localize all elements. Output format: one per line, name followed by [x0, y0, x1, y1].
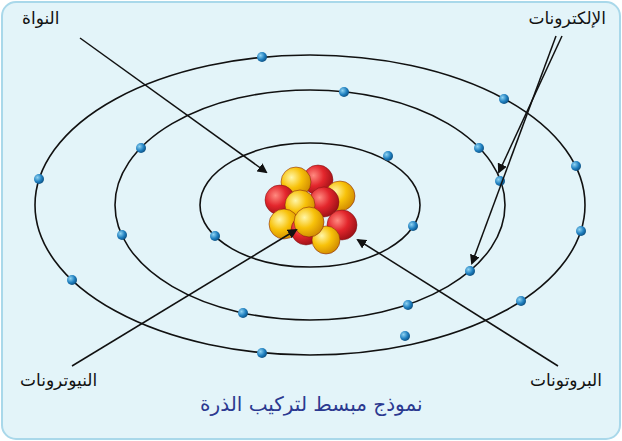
part-label: النيوترونات	[20, 370, 97, 390]
part-label: الإلكترونات	[528, 8, 606, 28]
part-label: النواة	[22, 8, 59, 28]
leader-lines	[72, 36, 562, 366]
part-label: البروتونات	[530, 370, 602, 390]
caption: نموذج مبسط لتركيب الذرة	[200, 392, 423, 416]
